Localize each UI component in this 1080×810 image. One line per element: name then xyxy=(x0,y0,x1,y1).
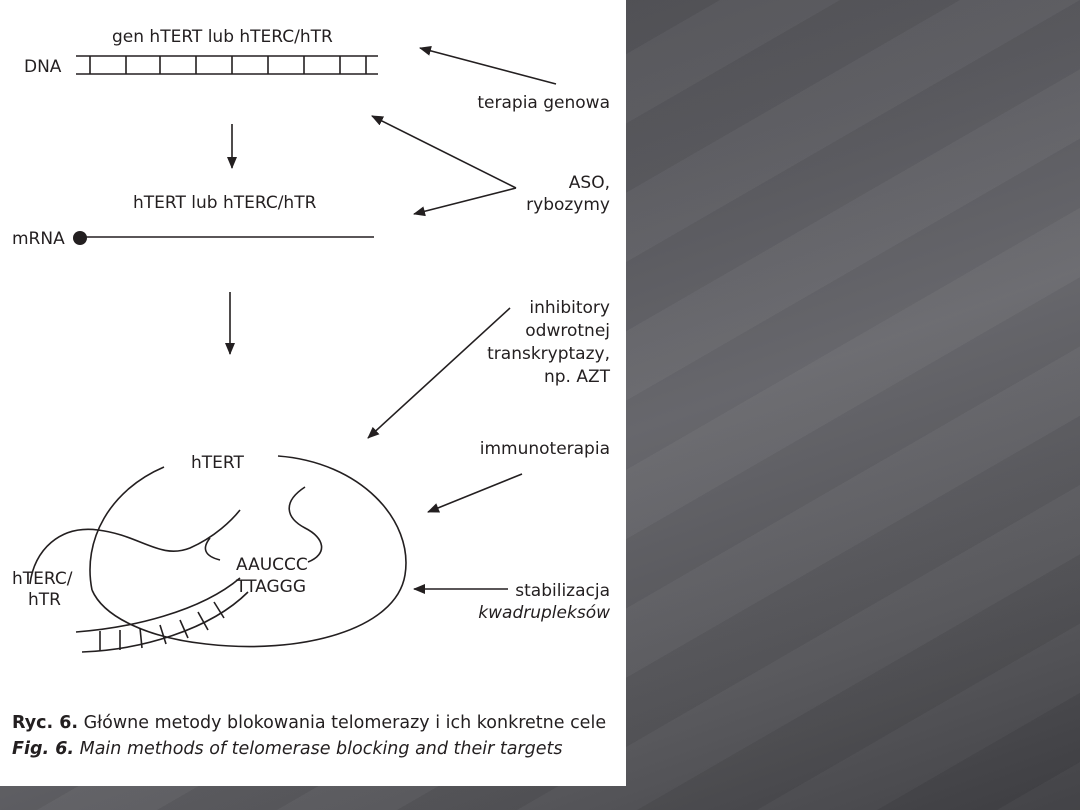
method-stabilization-line2: kwadrupleksów xyxy=(478,603,610,623)
caption-polish: Ryc. 6. Główne metody blokowania telomer… xyxy=(12,713,606,733)
mrna-cap-dot xyxy=(73,231,87,245)
telomerase-complex xyxy=(29,455,407,653)
arrow-immunotherapy xyxy=(427,473,523,513)
dna-label: DNA xyxy=(24,57,62,77)
method-rti-line4: np. AZT xyxy=(544,367,611,387)
arrow-aso-to-mrna xyxy=(413,187,517,217)
method-rti-line3: transkryptazy, xyxy=(487,344,610,364)
caption-english-text: Main methods of telomerase blocking and … xyxy=(74,739,563,759)
method-gene-therapy: terapia genowa xyxy=(477,93,610,113)
dna-ladder xyxy=(76,55,378,75)
rna-component-label-line2: hTR xyxy=(28,590,61,610)
mrna-label: mRNA xyxy=(12,229,65,249)
rna-component-label-line1: hTERC/ xyxy=(12,569,73,589)
caption-english: Fig. 6. Main methods of telomerase block… xyxy=(12,739,563,759)
gene-label: gen hTERT lub hTERC/hTR xyxy=(112,27,333,47)
caption-polish-label: Ryc. 6. xyxy=(12,713,78,733)
protein-label: hTERT xyxy=(191,453,244,473)
arrow-gene-therapy xyxy=(419,45,557,85)
figure-panel: gen hTERT lub hTERC/hTR DNA hTERT lub hT… xyxy=(12,27,611,759)
caption-english-label: Fig. 6. xyxy=(12,739,74,759)
method-immunotherapy: immunoterapia xyxy=(480,439,610,459)
method-aso-line1: ASO, xyxy=(569,173,610,193)
template-sequence-bottom: TTAGGG xyxy=(235,577,306,597)
target-arrows xyxy=(367,45,557,594)
method-rti-line2: odwrotnej xyxy=(525,321,610,341)
telomerase-diagram: gen hTERT lub hTERC/hTR DNA hTERT lub hT… xyxy=(12,27,611,759)
arrow-rti xyxy=(367,307,511,439)
transcript-label: hTERT lub hTERC/hTR xyxy=(133,193,317,213)
method-aso-line2: rybozymy xyxy=(526,195,610,215)
template-sequence-top: AAUCCC xyxy=(236,555,308,575)
arrow-aso-to-dna xyxy=(371,115,517,189)
caption-polish-text: Główne metody blokowania telomerazy i ic… xyxy=(78,713,606,733)
method-stabilization-line1: stabilizacja xyxy=(515,581,610,601)
method-rti-line1: inhibitory xyxy=(529,298,610,318)
